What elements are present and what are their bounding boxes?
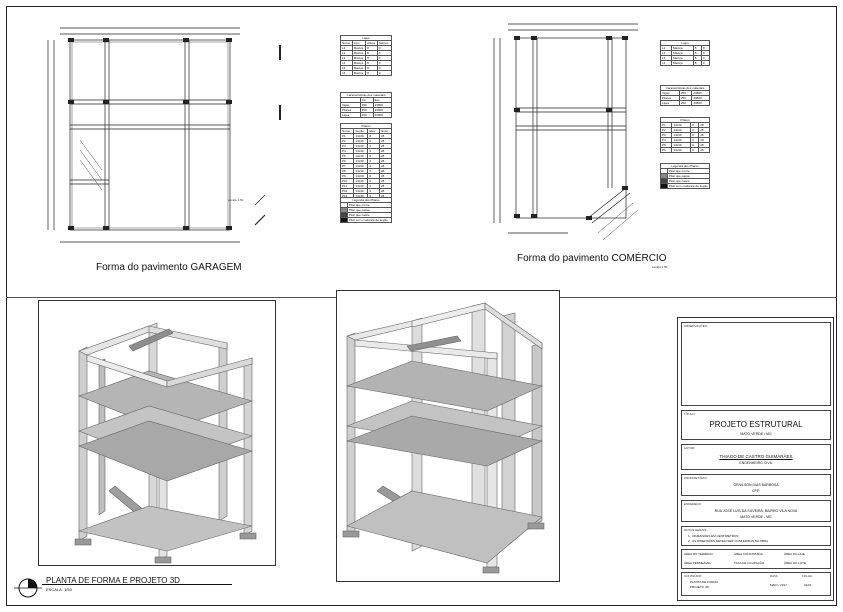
- td: 28: [698, 147, 710, 153]
- sheet-label: PLANTA DE FORMA E PROJETO 3D ESCALA: 1/5…: [14, 574, 254, 598]
- legend-item: Pilar com mudança de seção: [667, 183, 710, 189]
- owner-sub: CPF:: [752, 489, 760, 493]
- proprietario-label: PROPRIETÁRIO:: [684, 476, 708, 480]
- proprietario-box: PROPRIETÁRIO: GENILSON DIAS BARBOSA CPF:: [681, 474, 831, 496]
- titulo-label: TÍTULO:: [684, 412, 696, 416]
- conteudo-box: CONTEÚDO: PLANTA DE FORMA PROJETO 3D DAT…: [681, 572, 831, 596]
- address-sub: MATO VERDE - MG: [740, 515, 772, 519]
- td: P6: [659, 147, 673, 153]
- author-name: THIAGO DE CASTRO GUIMARÃES: [719, 454, 793, 459]
- project-subtitle: MATO VERDE / MG: [740, 432, 772, 436]
- td: Lajes: [340, 112, 361, 118]
- td: 0: [376, 70, 393, 76]
- area-label: TAXA DE OCUPAÇÃO: [734, 561, 765, 565]
- title-block: OBSERVAÇÕES: TÍTULO: PROJETO ESTRUTURAL …: [677, 317, 834, 601]
- td: 8: [365, 70, 378, 76]
- structure-3d-right: [342, 302, 545, 574]
- owner-name: GENILSON DIAS BARBOSA: [733, 483, 779, 487]
- note-1: 1 - DIMENSÕES EM CENTÍMETROS: [688, 534, 739, 538]
- td: 250: [359, 112, 374, 118]
- plan-garagem-title: Forma do pavimento GARAGEM: [96, 262, 242, 273]
- structure-3d-left: [74, 322, 257, 564]
- table-legenda: Legenda dos Pilares Pilar que morre Pila…: [340, 197, 392, 223]
- td: L4: [659, 60, 673, 66]
- date: MAIO / 2017: [770, 583, 787, 587]
- conteudo-label: CONTEÚDO:: [684, 574, 702, 578]
- area-label: ÁREA DO LOTE: [784, 561, 807, 565]
- note-2: 2 - AS DIMENSÕES DEVEM SER CONFERIDAS NA…: [688, 539, 769, 543]
- endereco-box: ENDEREÇO: RUA JOSÉ LUIS DA SILVEIRA, BAI…: [681, 500, 831, 522]
- td: 0: [690, 147, 700, 153]
- endereco-label: ENDEREÇO:: [684, 502, 702, 506]
- notas-box: NOTAS GERAIS: 1 - DIMENSÕES EM CENTÍMETR…: [681, 526, 831, 546]
- project-title: PROJETO ESTRUTURAL: [709, 420, 803, 429]
- address: RUA JOSÉ LUIS DA SILVEIRA, BAIRRO VILA N…: [714, 509, 798, 513]
- drawing-frame: [6, 6, 837, 606]
- view-3d-left: [38, 300, 276, 566]
- view-3d-right: [336, 290, 560, 582]
- content-line: PLANTA DE FORMA: [690, 580, 718, 584]
- notas-label: NOTAS GERAIS:: [684, 528, 708, 532]
- folha-label: FOLHA:: [802, 574, 813, 578]
- plan-comercio: [493, 23, 639, 241]
- td: 250: [678, 100, 693, 106]
- observacoes-label: OBSERVAÇÕES:: [684, 324, 708, 328]
- areas-box: ÁREA DO TERRENO ÁREA CONSTRUÍDA ÁREA DA …: [681, 549, 831, 569]
- sheet-scale: ESCALA: 1/50: [46, 587, 72, 592]
- td: L6: [340, 70, 353, 76]
- table-legenda-comercio: Legenda dos Pilares Pilar que morre Pila…: [660, 163, 710, 189]
- td: Maciça: [351, 70, 367, 76]
- autor-label: AUTOR:: [684, 446, 696, 450]
- legend-swatch: [660, 183, 668, 189]
- legend-swatch: [340, 217, 348, 223]
- section-marker-icon: [14, 578, 42, 598]
- plan-comercio-title: Forma do pavimento COMÉRCIO: [517, 253, 667, 264]
- td: 14x30: [671, 147, 692, 153]
- content-line: PROJETO 3D: [690, 585, 709, 589]
- td: 23800: [691, 100, 710, 106]
- sheet-number: 01/01: [804, 583, 812, 587]
- td: 0: [700, 60, 711, 66]
- td: 8: [692, 60, 702, 66]
- titulo-box: TÍTULO: PROJETO ESTRUTURAL MATO VERDE / …: [681, 410, 831, 440]
- area-label: ÁREA PERMEÁVEL: [684, 561, 712, 565]
- td: 23800: [372, 112, 393, 118]
- td: Maciça: [671, 60, 694, 66]
- sheet-label-underline: [42, 584, 232, 585]
- author-sub: ENGENHEIRO CIVIL: [739, 461, 773, 465]
- table-caracteristicas-title: Características dos materiais: [340, 92, 392, 98]
- table-caracteristicas-title: Características dos materiais: [660, 85, 710, 91]
- legend-item: Pilar com mudança de seção: [347, 217, 392, 223]
- plan-garagem-scale: escala 1:50: [228, 198, 244, 202]
- td: Lajes: [660, 100, 680, 106]
- area-label: ÁREA DO TERRENO: [684, 552, 713, 556]
- area-label: ÁREA CONSTRUÍDA: [734, 552, 763, 556]
- data-label: DATA:: [770, 574, 779, 578]
- sheet-title: PLANTA DE FORMA E PROJETO 3D: [46, 576, 180, 585]
- observacoes-box: OBSERVAÇÕES:: [681, 322, 831, 406]
- autor-box: AUTOR: THIAGO DE CASTRO GUIMARÃES ENGENH…: [681, 444, 831, 470]
- area-label: ÁREA DA LAJE: [784, 552, 805, 556]
- plan-garagem: [47, 27, 281, 243]
- plan-comercio-scale: escala 1:50: [652, 265, 668, 269]
